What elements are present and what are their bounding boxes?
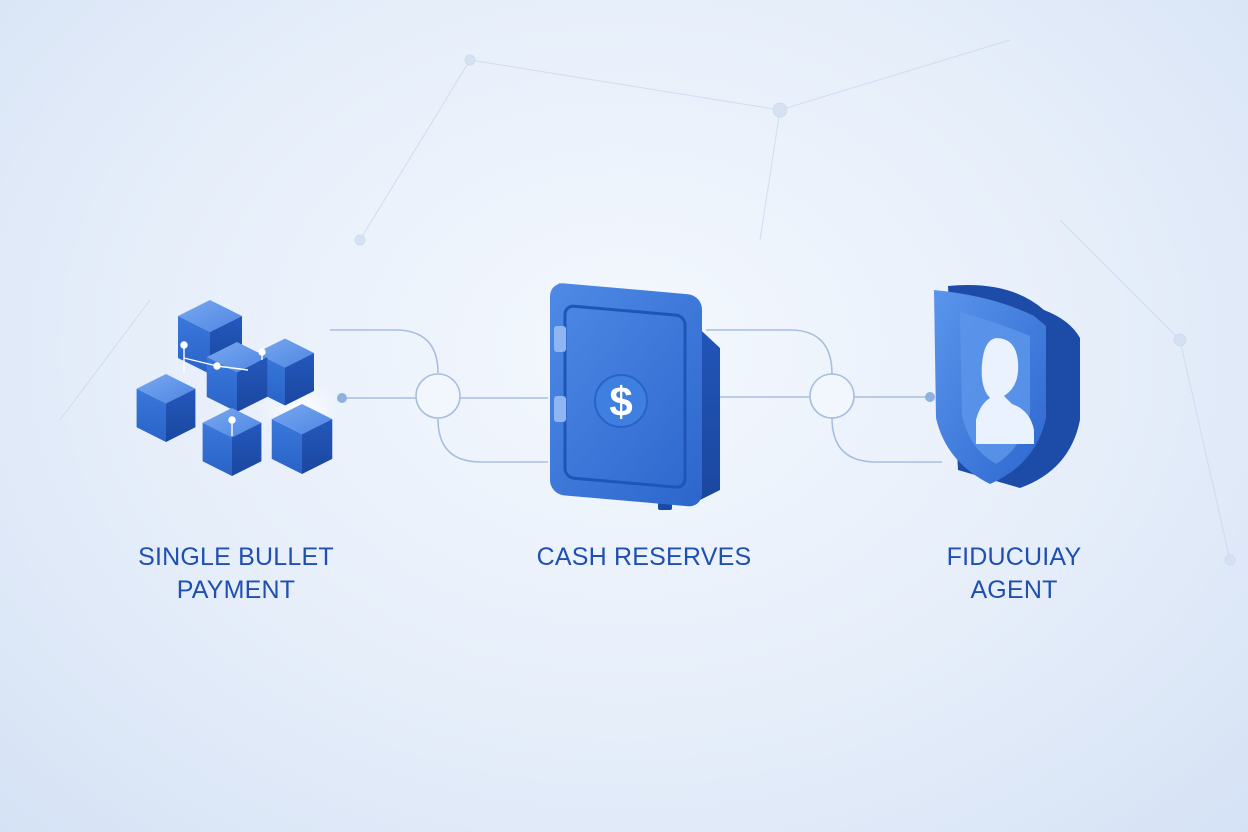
cubes-icon	[136, 300, 340, 476]
node-label-line: PAYMENT	[176, 576, 296, 604]
node-label-line: CASH RESERVES	[536, 543, 752, 571]
connector-right	[706, 329, 942, 463]
shield-person-icon	[934, 285, 1080, 488]
node-label-line: AGENT	[970, 576, 1058, 604]
safe-icon: $	[550, 283, 720, 510]
node-label-line: SINGLE BULLET	[138, 543, 334, 571]
connector-dot-left	[337, 393, 347, 403]
node-label-single-bullet-payment: SINGLE BULLET PAYMENT	[116, 541, 356, 607]
node-label-cash-reserves: CASH RESERVES	[494, 541, 794, 574]
dollar-symbol: $	[609, 378, 632, 425]
background-network	[59, 39, 1236, 566]
node-label-fiduciary-agent: FIDUCUIAY AGENT	[894, 541, 1134, 607]
node-label-line: FIDUCUIAY	[946, 543, 1082, 571]
connector-left	[330, 329, 548, 463]
connector-dot-right	[925, 392, 935, 402]
